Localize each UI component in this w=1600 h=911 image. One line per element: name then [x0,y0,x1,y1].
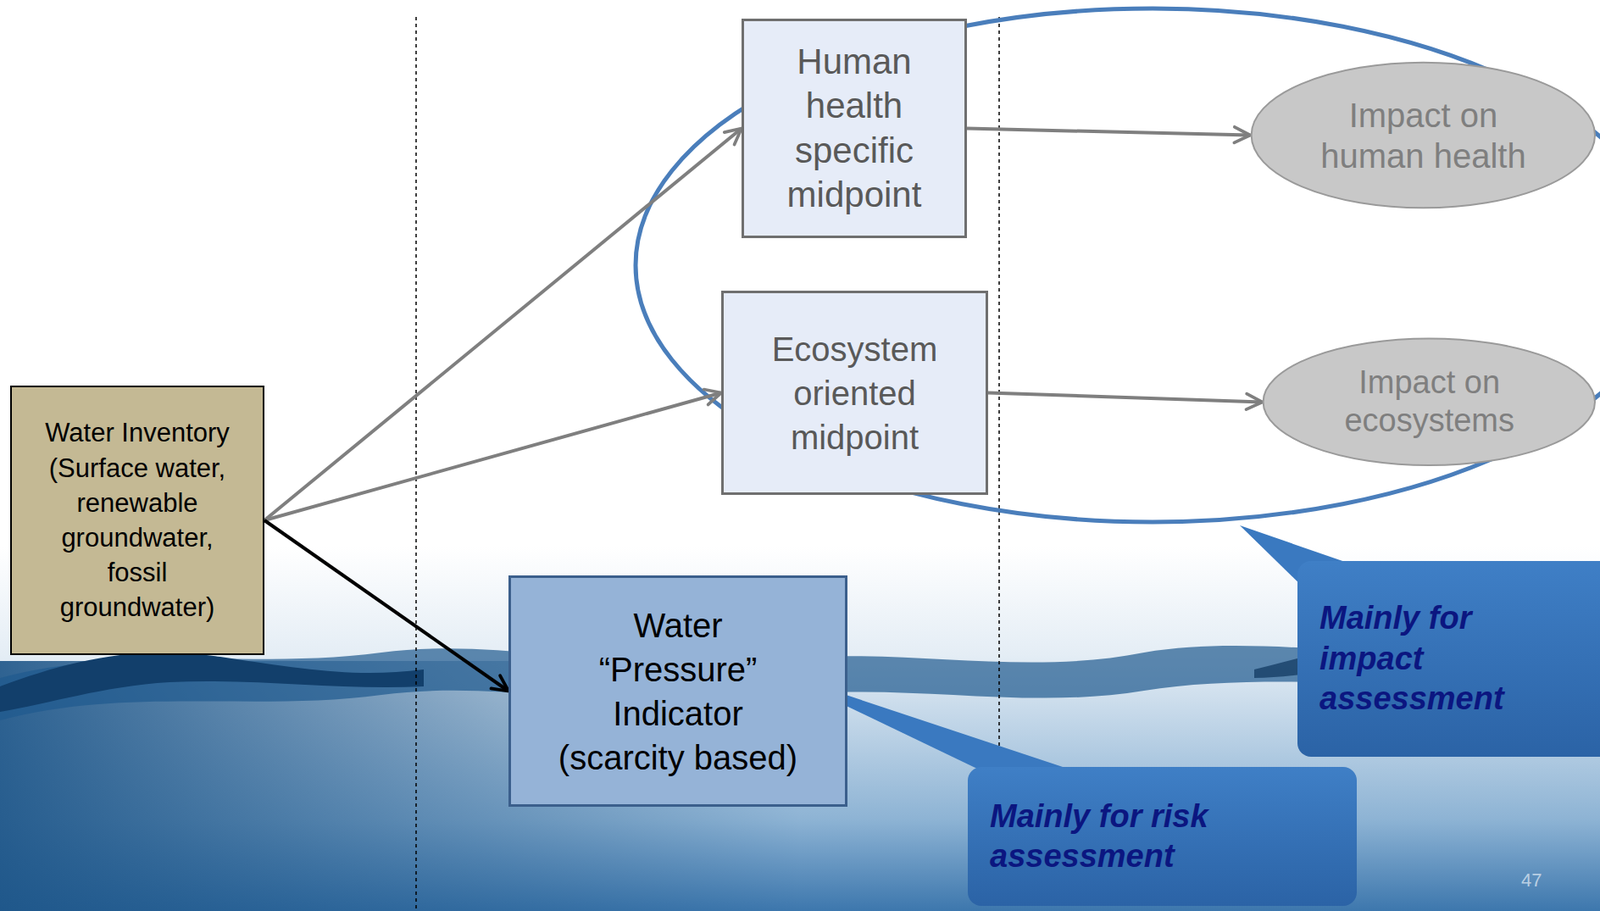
callout-box: Mainly for impact assessment [1297,561,1600,757]
node-text: Water Inventory (Surface water, renewabl… [31,415,244,625]
node-text: Water “Pressure” Indicator (scarcity bas… [553,603,804,780]
flow-arrow [988,393,1262,403]
page-number: 47 [1521,869,1542,892]
ellipse-outline [1250,61,1597,210]
endpoint-ellipse: Impact on ecosystems [1261,337,1597,467]
node-text: Ecosystem oriented midpoint [736,327,974,460]
node-text: Impact on ecosystems [1319,363,1540,441]
flow-arrow [264,520,509,692]
indicator-box: Water “Pressure” Indicator (scarcity bas… [508,575,848,807]
node-text: Mainly for impact assessment [1319,598,1574,720]
midpoint-box: Human health specific midpoint [741,18,967,239]
column-divider [415,16,417,911]
ellipse-outline [1263,338,1595,467]
node-text: Human health specific midpoint [756,39,952,218]
flow-arrow [264,128,742,522]
node-text: Impact on human health [1308,94,1538,177]
flow-arrow [966,128,1250,136]
inventory-box: Water Inventory (Surface water, renewabl… [10,385,265,656]
callout-box: Mainly for risk assessment [967,766,1357,906]
midpoint-box: Ecosystem oriented midpoint [721,290,989,495]
flow-arrow [264,393,722,522]
ellipse-outline [1251,62,1595,209]
water-splash [0,652,424,712]
ellipse-outline [1261,337,1597,467]
grouping-ellipse [635,8,1600,523]
node-text: Mainly for risk assessment [989,796,1329,878]
endpoint-ellipse: Impact on human health [1250,61,1597,210]
